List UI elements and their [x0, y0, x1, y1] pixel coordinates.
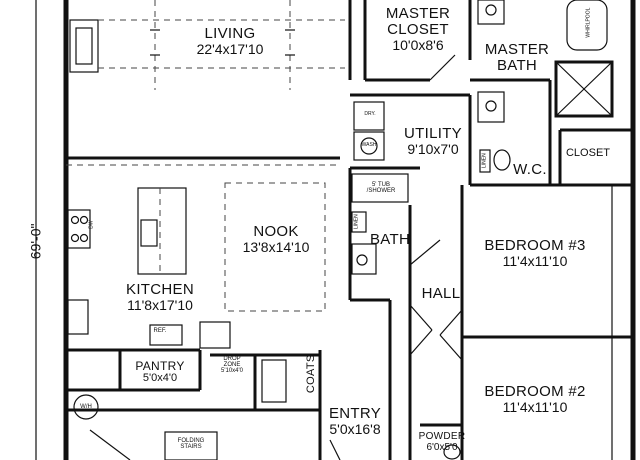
- fixture-dishwasher-label: DW: [88, 220, 95, 229]
- sink-basin: [485, 4, 497, 16]
- room-living: LIVING 22'4x17'10: [180, 26, 280, 56]
- room-nook-dims: 13'8x14'10: [242, 238, 310, 255]
- fixture-tub-shower-2: /SHOWER: [366, 188, 396, 194]
- door-swing: [409, 304, 433, 331]
- room-kitchen-name: KITCHEN: [126, 281, 194, 298]
- fixture-drop-zone-dims: 5'10x4'0: [221, 368, 243, 374]
- room-bedroom3: BEDROOM #3 11'4x11'10: [470, 238, 600, 268]
- room-pantry-dims: 5'0x4'0: [142, 371, 178, 384]
- refrigerator: [149, 324, 183, 346]
- fixture-folding-stairs: FOLDING STAIRS: [168, 438, 214, 450]
- door-swing: [439, 309, 463, 336]
- master-shower: [554, 60, 614, 118]
- ref-cabinet: [199, 321, 231, 349]
- whirlpool-tub: [566, 0, 608, 51]
- washer-drum: [360, 137, 378, 155]
- door-swing: [439, 334, 463, 361]
- sink-basin: [485, 100, 497, 112]
- water-heater: [73, 394, 99, 420]
- fixture-tub-shower-1: 5' TUB: [371, 182, 391, 188]
- burner: [70, 215, 80, 225]
- fixture-washer-label: WASH: [361, 142, 377, 148]
- room-closet-name: CLOSET: [565, 147, 610, 159]
- room-kitchen-dims: 11'8x17'10: [127, 296, 193, 313]
- room-pantry-name: PANTRY: [135, 359, 185, 373]
- nook-table-zone: [224, 182, 326, 312]
- door-swing: [89, 429, 131, 460]
- door-swing: [329, 439, 341, 460]
- room-master-closet-name-1: MASTER: [385, 5, 451, 22]
- linen-shelf: [479, 149, 491, 173]
- room-pantry: PANTRY 5'0x4'0: [124, 360, 196, 384]
- room-powder-name: POWDER: [418, 431, 466, 442]
- linen-closet: [351, 211, 367, 233]
- fixture-water-heater-label: W/H: [80, 404, 92, 410]
- door-swing: [409, 329, 433, 356]
- room-master-closet-name-2: CLOSET: [387, 20, 449, 38]
- fixture-drop-zone-1: DROP: [223, 356, 241, 362]
- burner: [79, 233, 89, 243]
- fixture-linen-label-bath: LINEN: [353, 214, 360, 229]
- fixture-drop-zone: DROP ZONE 5'10x4'0: [212, 356, 252, 374]
- room-master-bath-name-1: MASTER: [484, 41, 550, 58]
- fixture-dryer-label: DRY.: [364, 111, 376, 117]
- room-bedroom2-dims: 11'4x11'10: [502, 398, 568, 415]
- room-master-closet: MASTER CLOSET 10'0x8'6: [368, 6, 468, 52]
- door-swing: [429, 54, 456, 81]
- room-bedroom3-dims: 11'4x11'10: [502, 252, 568, 269]
- room-utility: UTILITY 9'10x7'0: [388, 126, 478, 156]
- overall-dimension-label: 69'-0": [27, 223, 44, 260]
- room-master-bath-name-2: BATH: [496, 56, 538, 74]
- room-bedroom3-name: BEDROOM #3: [484, 237, 586, 254]
- fixture-ref-label: REF.: [153, 328, 167, 334]
- burner: [70, 233, 80, 243]
- fixture-folding-stairs-2: STAIRS: [180, 444, 202, 450]
- door-swing: [409, 239, 441, 266]
- fixture-drop-zone-2: ZONE: [223, 362, 241, 368]
- island-sink: [140, 219, 158, 247]
- room-bedroom2: BEDROOM #2 11'4x11'10: [470, 384, 600, 414]
- fixture-folding-stairs-1: FOLDING: [177, 438, 205, 444]
- dryer: [353, 101, 385, 131]
- range: [67, 209, 91, 249]
- folding-stairs: [164, 431, 218, 460]
- fixture-tub-shower: 5' TUB /SHOWER: [356, 182, 406, 194]
- toilet: [493, 149, 511, 171]
- room-nook: NOOK 13'8x14'10: [228, 224, 324, 254]
- room-living-dims: 22'4x17'10: [196, 40, 264, 57]
- room-nook-name: NOOK: [253, 223, 299, 240]
- fireplace: [69, 19, 99, 73]
- burner: [79, 215, 89, 225]
- room-hall-name: HALL: [421, 285, 461, 302]
- room-kitchen: KITCHEN 11'8x17'10: [112, 282, 208, 312]
- room-entry-name: ENTRY: [328, 405, 382, 422]
- tub-shower: [351, 173, 409, 203]
- room-powder-dims: 6'0x5'0: [426, 441, 458, 453]
- fixture-linen-label-wc: LINEN: [481, 153, 488, 168]
- room-master-bath: MASTER BATH: [474, 42, 560, 74]
- room-bedroom2-name: BEDROOM #2: [484, 383, 586, 400]
- room-utility-dims: 9'10x7'0: [407, 140, 459, 157]
- room-living-name: LIVING: [204, 25, 256, 42]
- powder-toilet: [443, 444, 461, 460]
- room-entry-dims: 5'0x16'8: [329, 420, 381, 437]
- room-utility-name: UTILITY: [404, 125, 462, 142]
- coat-bench: [261, 359, 287, 403]
- shower-x: [555, 61, 613, 117]
- room-bath-name: BATH: [370, 231, 411, 248]
- room-coats-name: COATS: [305, 354, 318, 394]
- room-master-closet-dims: 10'0x8'6: [392, 36, 444, 53]
- room-wc-name: W.C.: [513, 161, 547, 178]
- room-powder: POWDER 6'0x5'0: [412, 431, 472, 453]
- room-entry: ENTRY 5'0x16'8: [320, 406, 390, 436]
- fireplace-insert: [75, 27, 93, 65]
- wall-oven: [67, 299, 89, 335]
- sink-basin: [356, 254, 368, 266]
- fixture-whirlpool-label: WHIRLPOOL: [585, 7, 592, 38]
